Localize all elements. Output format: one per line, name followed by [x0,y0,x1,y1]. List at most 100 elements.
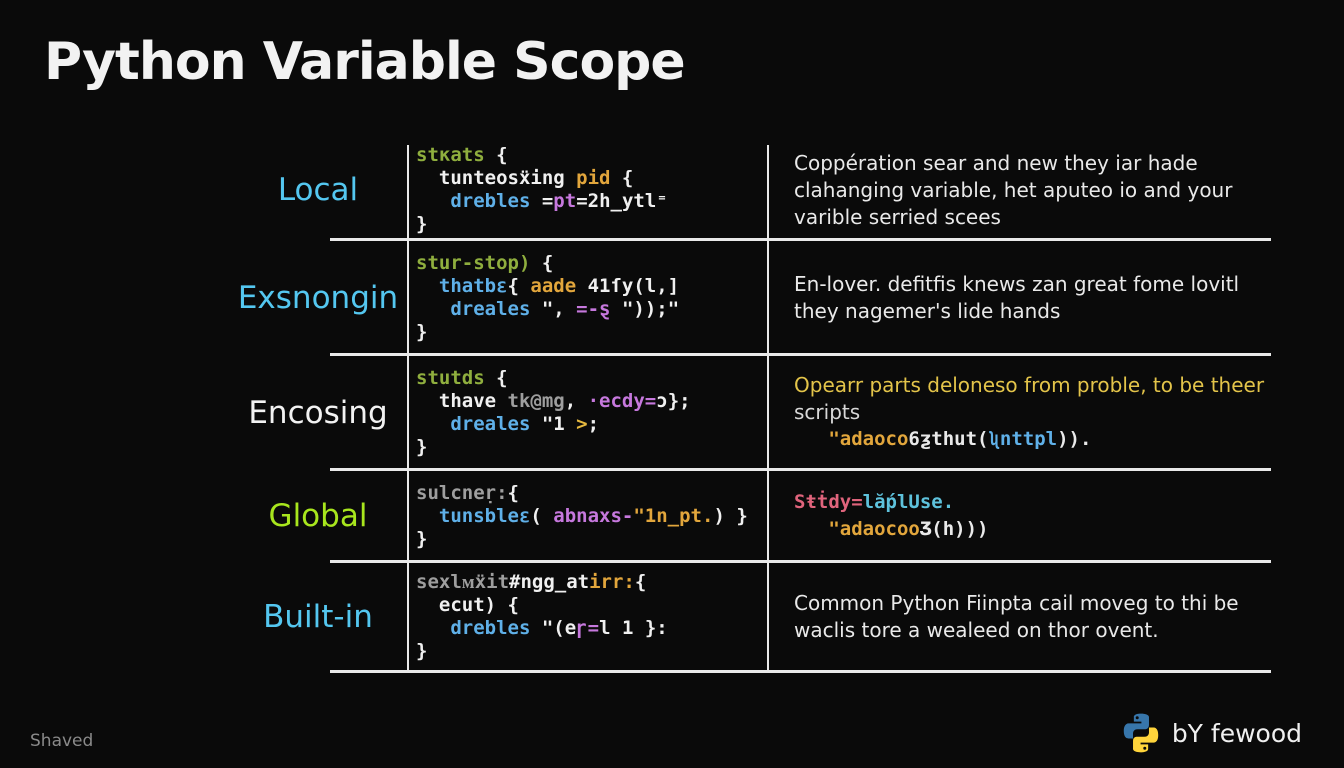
row-divider [330,353,1271,356]
code-line: ecut) { [416,594,768,617]
code-line: } [416,321,768,344]
description-segment: waclis tore a wealeed on thor ovent. [794,618,1159,642]
scope-label-cell: Local [0,140,408,240]
scope-table: Local stκats { tunteosẍing pid { drebles … [0,140,1271,673]
code-token: "1n_pt. [633,504,714,527]
description: Common Python Fiinpta cail moveg to thi … [768,562,1271,672]
code-token: ·ecdy= [587,389,657,412]
scope-label: Built-in [263,599,373,635]
code-token: stur-stop) [416,251,531,274]
description-line: Common Python Fiinpta cail moveg to thi … [794,590,1265,617]
code-token: 41ſy(l,] [576,274,680,297]
description-line: "adaoco6ƺthut(ʯnttpl)). [794,426,1265,453]
table-row: Built-in sexlᴍẍit#ngg_atirr:{ ecut) { dre… [0,562,1271,673]
scope-table-rows: Local stκats { tunteosẍing pid { drebles … [0,140,1271,673]
code-line: sexlᴍẍit#ngg_atirr:{ [416,571,768,594]
code-token: =-ȿ [576,297,611,320]
code-line: } [416,528,768,551]
code-token: dreales [416,297,542,320]
code-token: tunsbleε [416,504,531,527]
description-line: waclis tore a wealeed on thor ovent. [794,617,1265,644]
code-token: drebles [416,190,542,212]
scope-label: Exsnongin [237,279,399,316]
description: Opearr parts deloneso from proble, to be… [768,355,1271,470]
code-token: ( [530,504,554,527]
scope-label-cell: Exsnongin [0,240,408,355]
description-segment: ʯnttpl [988,428,1058,450]
code-line: } [416,213,768,236]
code-token: =2h_ytl⁼ [576,190,668,212]
description-segment: Coppération sear and new they iar hade [794,150,1198,175]
code-token: aade [530,274,577,297]
code-token: dreales [416,412,542,435]
description-line: Sŧṫdy=lắplUse. [794,489,1265,516]
description-line: clahanging variable, het aputeo io and y… [794,177,1265,204]
code-line: } [416,436,768,459]
code-token: { [634,571,647,593]
code-token: sexlᴍẍit [416,571,510,593]
description-line: they nagemer's lide hands [794,298,1265,325]
description-line: Coppération sear and new they iar hade [794,150,1265,177]
code-snippet: sexlᴍẍit#ngg_atirr:{ ecut) { drebles "(e… [408,562,768,672]
code-token: { [610,167,634,189]
code-token: } [416,320,428,343]
description: En-lover. defitfis knews zan great fome … [768,240,1271,355]
scope-label-cell: Global [0,470,408,562]
code-token: ; [587,412,600,435]
code-token: } [416,435,428,458]
code-line: thatbε{ aade 41ſy(l,] [416,275,768,298]
code-line: tunteosẍing pid { [416,167,768,190]
description-segment: Ʒ(h))) [919,518,989,540]
code-token: ", [541,297,577,320]
code-token: ecut) { [416,594,519,616]
code-line: sulcneṛ:{ [416,482,768,505]
code-token: { [507,274,531,297]
code-token: tunteosẍing [416,167,577,189]
python-logo-icon [1120,712,1162,754]
code-token: pt [553,190,577,212]
code-line: dreales "1 >; [416,413,768,436]
code-token: pid [576,167,611,189]
description-segment: )). [1057,428,1092,450]
code-token: > [576,412,588,435]
watermark-text: Shaved [30,731,94,751]
code-line: stκats { [416,144,768,167]
description-line: scripts [794,399,1265,426]
row-divider [330,238,1271,241]
code-token: sulcneṛ: [416,481,508,504]
description-segment: "adaocoo [794,518,920,540]
code-line: drebles =pt=2h_ytl⁼ [416,190,768,213]
code-line: thave tk@mg, ·ecdy=ɔ}; [416,390,768,413]
code-line: dreales ", =-ȿ "));" [416,298,768,321]
code-token: { [530,251,554,274]
table-row: Local stκats { tunteosẍing pid { drebles … [0,140,1271,241]
code-token: irr: [589,571,635,593]
credit-text: bY fewood [1171,718,1302,748]
code-token: #ngg_at [509,571,590,593]
description-segment: clahanging variable, het aputeo io and y… [794,177,1233,202]
description-segment: Opearr parts deloneso from proble, to be… [794,373,1265,397]
code-token: = [541,190,554,212]
scope-label: Encosing [248,394,388,431]
scope-label: Global [268,498,368,534]
description-segment: Common Python Fiinpta cail moveg to thi … [794,591,1239,615]
code-snippet: stur-stop) { thatbε{ aade 41ſy(l,] dreal… [408,240,768,355]
code-token: { [484,144,508,166]
description-segment: lắplUse. [862,491,955,513]
code-token: } [416,213,428,235]
code-token: tk@mg [507,389,565,412]
code-token: } [416,640,428,662]
row-divider [330,670,1271,673]
description-segment: scripts [794,400,861,424]
code-token: l 1 }: [599,617,668,639]
code-token: thatbε [416,274,508,297]
code-token: ) } [713,504,748,527]
description: Sŧṫdy=lắplUse. "adaocooƷ(h))) [768,470,1271,562]
description-segment: "adaoco [794,428,909,450]
code-line: stutds { [416,367,768,390]
description-line: varible serried scees [794,204,1265,231]
